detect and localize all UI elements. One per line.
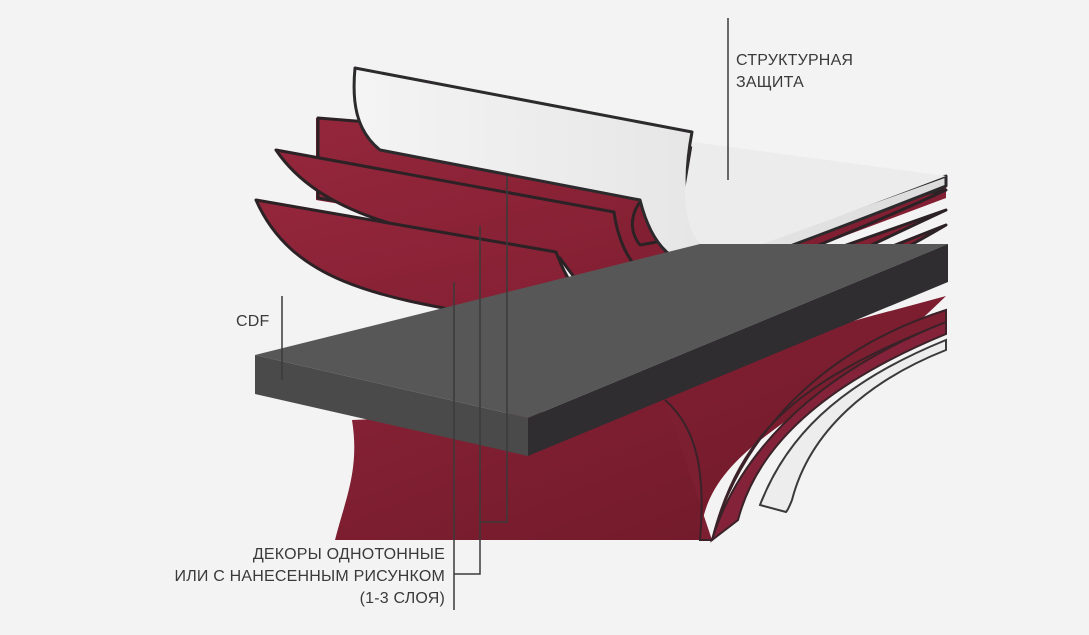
decor-leader-2 xyxy=(454,226,481,575)
bottom-decor-sheets xyxy=(335,296,947,543)
decor-leader-3 xyxy=(480,176,508,523)
protection-label: СТРУКТУРНАЯ ЗАЩИТА xyxy=(736,50,853,94)
protection-label-line2: ЗАЩИТА xyxy=(736,74,804,91)
bottom-decor-sheet-main xyxy=(335,296,946,540)
bottom-decor-sheet-3 xyxy=(710,320,947,543)
cdf-label-text: CDF xyxy=(236,313,270,330)
cdf-label: CDF xyxy=(236,311,269,333)
bottom-protection-sheet xyxy=(758,338,947,514)
decor-label-line2: ИЛИ С НАНЕСЕННЫМ РИСУНКОМ xyxy=(174,568,445,585)
cdf-board-side xyxy=(528,244,948,456)
cdf-board xyxy=(255,244,948,456)
cdf-board-top xyxy=(255,244,948,418)
decor-label: ДЕКОРЫ ОДНОТОННЫЕ ИЛИ С НАНЕСЕННЫМ РИСУН… xyxy=(175,544,446,610)
protection-label-line1: СТРУКТУРНАЯ xyxy=(736,52,854,69)
decor-label-line1: ДЕКОРЫ ОДНОТОННЫЕ xyxy=(252,546,445,563)
leader-lines xyxy=(281,18,729,610)
protection-sheet-flat xyxy=(685,142,946,255)
decor-label-line3: (1-3 СЛОЯ) xyxy=(359,590,445,607)
cdf-board-front xyxy=(255,355,528,456)
